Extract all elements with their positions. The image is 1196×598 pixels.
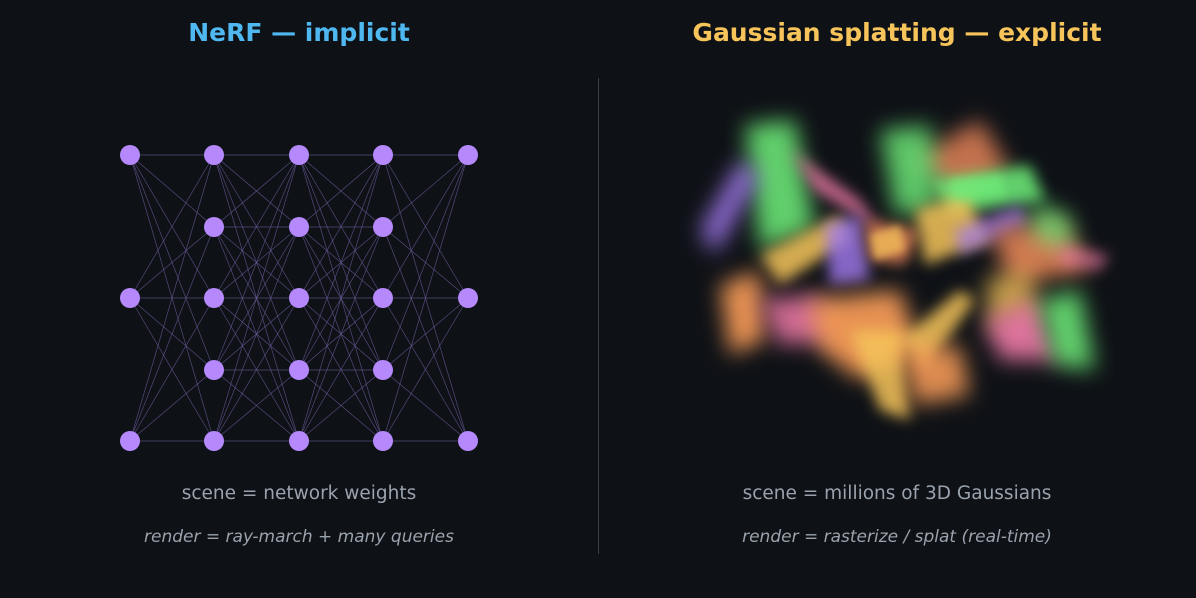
network-edges [129,154,469,442]
gaussian-splat [950,175,1005,200]
gaussian-splat [700,160,760,255]
network-node [373,288,393,308]
network-edge [129,154,215,228]
gaussian-splat [850,330,910,420]
network-node [289,145,309,165]
network-node [120,288,140,308]
nerf-caption-render: render = ray-march + many queries [144,527,454,547]
network-edge [213,154,300,228]
network-node [458,431,478,451]
gaussian-splat [870,225,905,260]
network-node [458,288,478,308]
network-edge [213,154,300,371]
network-edge [382,154,469,371]
gaussian-splat [985,300,1060,360]
gaussian-splat [1060,245,1110,270]
panel-divider [598,78,599,554]
network-edge [213,226,300,442]
network-node [373,360,393,380]
network-node [204,288,224,308]
network-edge [382,297,469,442]
network-edge [298,297,384,442]
network-node [289,431,309,451]
gaussian-splat [790,150,880,230]
nerf-caption-scene: scene = network weights [181,483,417,504]
gaussian-splat [720,270,765,355]
network-edge [213,154,300,442]
gaussian-splat [745,120,815,250]
network-edge [382,369,469,442]
network-edge [298,154,384,371]
gaussian-splat [880,125,940,215]
network-edge [298,369,384,442]
gaussian-splat [1030,200,1075,250]
network-edge [298,154,384,442]
network-nodes [120,145,478,451]
network-edge [382,154,469,299]
network-edge [298,154,384,299]
network-node [373,145,393,165]
network-node [204,217,224,237]
network-edge [129,154,215,299]
gaussian-splatting-title: Gaussian splatting — explicit [692,18,1102,47]
network-node [458,145,478,165]
network-node [373,431,393,451]
gaussian-splat [825,215,870,285]
splat-caption-scene: scene = millions of 3D Gaussians [742,483,1052,504]
network-edge [129,369,215,442]
network-edge [298,226,384,442]
network-edge [382,154,469,442]
network-node [204,360,224,380]
network-edge [213,154,300,299]
network-node [120,145,140,165]
network-edge [129,226,215,442]
network-edge [129,154,215,442]
network-edge [129,226,215,299]
nerf-title: NeRF — implicit [188,18,410,47]
network-node [289,217,309,237]
network-edge [129,297,215,442]
network-node [289,360,309,380]
neural-network-diagram [120,145,478,451]
network-edge [298,154,384,228]
network-node [373,217,393,237]
network-node [204,431,224,451]
splat-caption-render: render = rasterize / splat (real-time) [742,527,1052,547]
gaussian-splat [900,345,970,405]
network-node [289,288,309,308]
network-edge [382,154,469,228]
network-node [120,431,140,451]
network-edge [213,297,300,442]
network-node [204,145,224,165]
gaussian-splat [1040,290,1095,370]
gaussian-splat [915,195,990,265]
network-edge [213,369,300,442]
network-edge [382,297,469,371]
